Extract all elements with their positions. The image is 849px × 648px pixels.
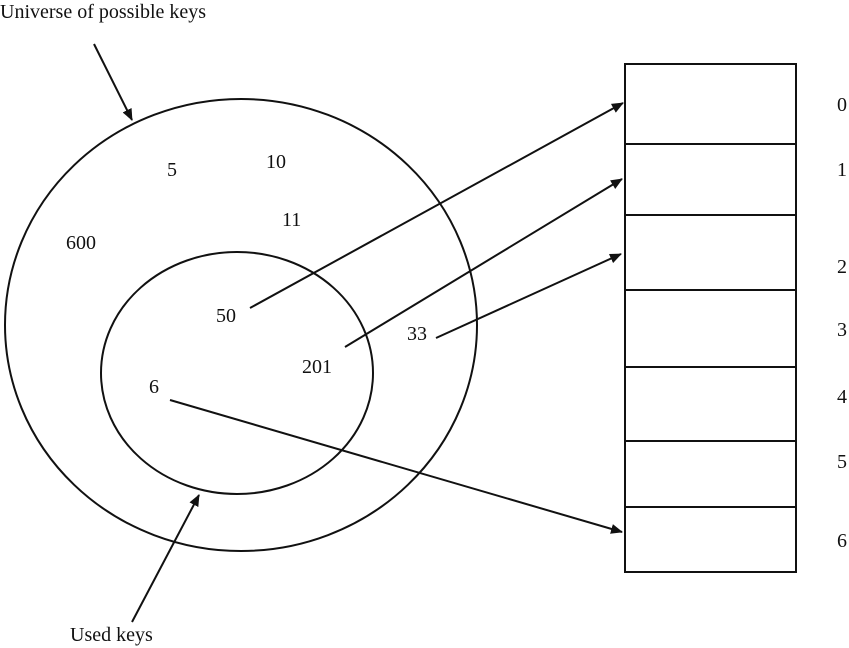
slot-index: 5 bbox=[837, 451, 847, 473]
universe-key: 33 bbox=[407, 323, 427, 345]
universe-label: Universe of possible keys bbox=[0, 1, 206, 23]
mapping-arrow bbox=[344, 178, 623, 348]
table-slot bbox=[624, 366, 797, 442]
universe-key: 600 bbox=[66, 232, 96, 254]
slot-index: 3 bbox=[837, 319, 847, 341]
slot-index: 2 bbox=[837, 256, 847, 278]
table-slot bbox=[624, 506, 797, 573]
mapping-arrow bbox=[169, 399, 623, 534]
mapping-arrow bbox=[249, 102, 624, 309]
table-slot bbox=[624, 63, 797, 145]
universe-pointer-arrow bbox=[93, 43, 133, 121]
universe-set-circle bbox=[4, 98, 478, 552]
table-slot bbox=[624, 143, 797, 216]
hash-table bbox=[624, 63, 797, 573]
used-keys-set-circle bbox=[100, 251, 374, 495]
table-slot bbox=[624, 214, 797, 291]
slot-index: 4 bbox=[837, 386, 847, 408]
universe-key: 11 bbox=[282, 209, 301, 231]
slot-index: 6 bbox=[837, 530, 847, 552]
slot-index: 1 bbox=[837, 159, 847, 181]
used-keys-label: Used keys bbox=[70, 624, 153, 646]
used-key: 50 bbox=[216, 305, 236, 327]
table-slot bbox=[624, 289, 797, 368]
slot-index: 0 bbox=[837, 94, 847, 116]
used-keys-pointer-arrow bbox=[131, 494, 200, 623]
universe-key: 5 bbox=[167, 159, 177, 181]
used-key: 201 bbox=[302, 356, 332, 378]
mapping-arrow bbox=[435, 253, 622, 339]
used-key: 6 bbox=[149, 376, 159, 398]
universe-key: 10 bbox=[266, 151, 286, 173]
table-slot bbox=[624, 440, 797, 508]
